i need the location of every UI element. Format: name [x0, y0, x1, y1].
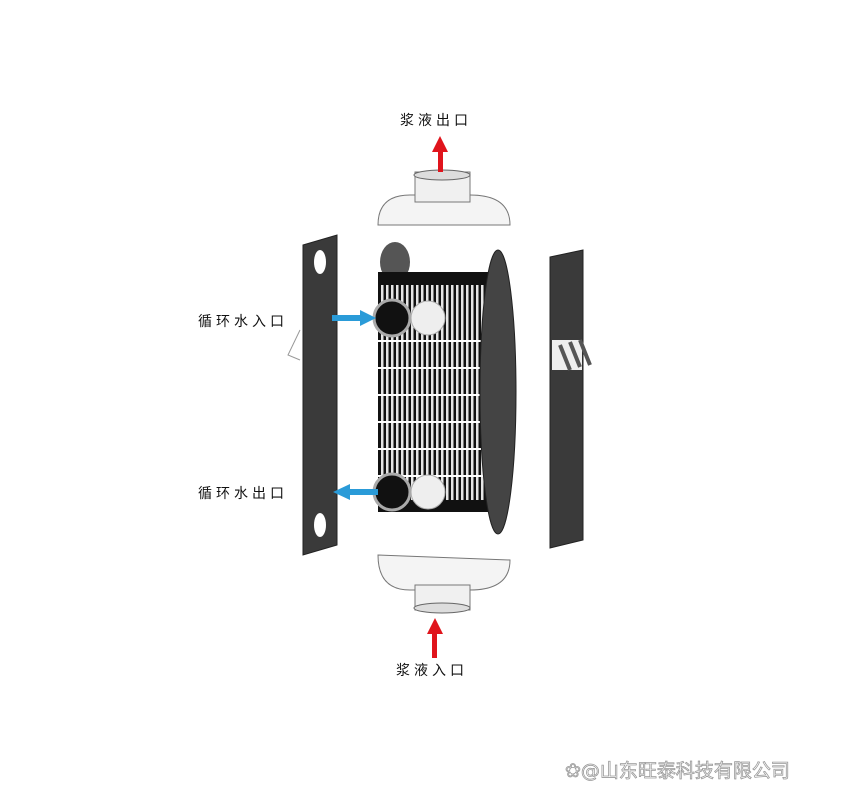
plate-pack	[372, 242, 517, 535]
water-outlet-arrow	[333, 484, 378, 500]
plate-stripe	[391, 285, 394, 500]
plate-stripe	[431, 285, 434, 500]
plate-stripe	[406, 285, 409, 500]
water-outlet-label: 循环水出口	[198, 486, 288, 502]
slurry-outlet-arrow	[432, 136, 448, 172]
water-inlet-arrow	[332, 310, 376, 326]
tie-rod	[378, 394, 493, 396]
plate-stripe	[441, 285, 444, 500]
watermark: ❀@山东旺泰科技有限公司	[565, 760, 791, 783]
plate-stripe	[426, 285, 429, 500]
plate-stripe	[446, 285, 449, 500]
tie-rod	[378, 340, 493, 342]
plate-stripe	[436, 285, 439, 500]
plate-stripe	[476, 285, 479, 500]
plate-stripe	[416, 285, 419, 500]
tie-rod	[378, 421, 493, 423]
plate-stripe	[381, 285, 384, 500]
plate-stripe	[451, 285, 454, 500]
tie-rod	[378, 448, 493, 450]
tie-rod	[378, 367, 493, 369]
slurry-inlet-label: 浆液入口	[396, 663, 468, 679]
plate-stripe	[471, 285, 474, 500]
slurry-outlet-label: 浆液出口	[400, 113, 472, 129]
plate-stripe	[461, 285, 464, 500]
slurry-inlet-arrow	[427, 618, 443, 658]
plate-stripe	[421, 285, 424, 500]
plate-stripe	[386, 285, 389, 500]
bottom-header	[377, 554, 511, 614]
left-end-plate	[287, 234, 338, 556]
plate-stripe	[401, 285, 404, 500]
plate-stripe	[456, 285, 459, 500]
right-end-plate	[549, 249, 592, 549]
tie-rod	[378, 475, 493, 477]
plate-stripe	[466, 285, 469, 500]
plate-stripe	[396, 285, 399, 500]
top-header	[377, 169, 511, 226]
plate-stripe	[411, 285, 414, 500]
water-inlet-label: 循环水入口	[198, 314, 288, 330]
